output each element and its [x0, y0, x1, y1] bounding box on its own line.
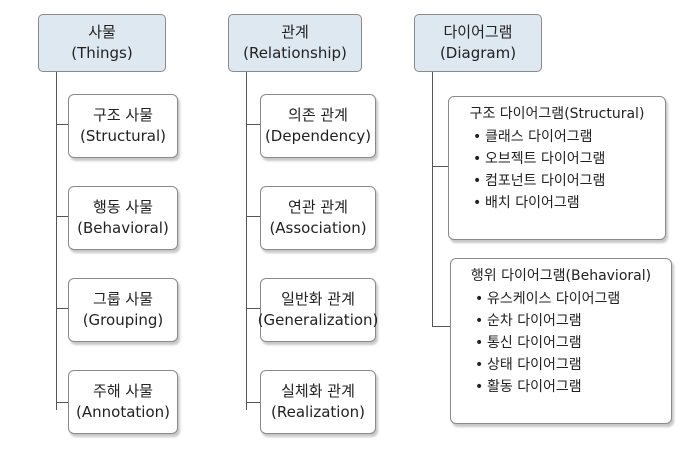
things-item-annotation: 주해 사물 (Annotation) [68, 370, 178, 434]
list-item: •상태 다이어그램 [475, 354, 661, 376]
things-item-title: 구조 사물 [93, 106, 153, 124]
relationship-item-subtitle: (Dependency) [264, 127, 372, 145]
behavioral-diagram-title: 행위 다이어그램(Behavioral) [470, 268, 652, 284]
relationship-item-realization: 실체화 관계 (Realization) [260, 370, 376, 434]
things-item-grouping: 그룹 사물 (Grouping) [68, 278, 178, 342]
list-item: •컴포넌트 다이어그램 [473, 170, 655, 192]
relationship-item-title: 연관 관계 [288, 198, 348, 216]
list-item: •오브젝트 다이어그램 [473, 148, 655, 170]
list-item: •배치 다이어그램 [473, 192, 655, 214]
diagram-connector-structural [432, 166, 448, 167]
bullet-icon: • [475, 291, 484, 307]
things-item-subtitle: (Behavioral) [77, 219, 169, 237]
diagram-connector-behavioral [432, 326, 450, 327]
diagram-title: 다이어그램 [443, 23, 513, 41]
things-item-structural: 구조 사물 (Structural) [68, 94, 178, 158]
relationship-item-title: 일반화 관계 [281, 290, 355, 308]
diagram-connector-vertical [432, 72, 433, 326]
behavioral-diagram-box: 행위 다이어그램(Behavioral) •유스케이스 다이어그램 •순차 다이… [450, 258, 672, 424]
relationship-item-title: 실체화 관계 [281, 382, 355, 400]
list-item-label: 클래스 다이어그램 [485, 129, 593, 145]
structural-diagram-title: 구조 다이어그램(Structural) [469, 106, 645, 122]
list-item-label: 통신 다이어그램 [487, 335, 582, 351]
relationship-title: 관계 [281, 23, 309, 41]
relationship-connector-2 [246, 216, 260, 217]
relationship-item-subtitle: (Realization) [270, 403, 365, 421]
things-connector-3 [56, 308, 68, 309]
things-item-title: 그룹 사물 [93, 290, 153, 308]
bullet-icon: • [475, 357, 484, 373]
things-connector-vertical [56, 72, 57, 410]
things-item-behavioral: 행동 사물 (Behavioral) [68, 186, 178, 250]
diagram-header: 다이어그램 (Diagram) [414, 14, 542, 72]
relationship-item-dependency: 의존 관계 (Dependency) [260, 94, 376, 158]
list-item: •순차 다이어그램 [475, 310, 661, 332]
relationship-item-title: 의존 관계 [288, 106, 348, 124]
things-connector-2 [56, 216, 68, 217]
things-title: 사물 [88, 23, 116, 41]
relationship-connector-1 [246, 124, 260, 125]
list-item: •활동 다이어그램 [475, 376, 661, 398]
list-item: •클래스 다이어그램 [473, 126, 655, 148]
list-item-label: 순차 다이어그램 [487, 313, 582, 329]
relationship-item-subtitle: (Association) [269, 219, 367, 237]
relationship-header: 관계 (Relationship) [228, 14, 362, 72]
bullet-icon: • [473, 195, 482, 211]
list-item: •통신 다이어그램 [475, 332, 661, 354]
relationship-item-association: 연관 관계 (Association) [260, 186, 376, 250]
things-item-title: 행동 사물 [93, 198, 153, 216]
relationship-connector-4 [246, 402, 260, 403]
relationship-item-subtitle: (Generalization) [257, 311, 379, 329]
bullet-icon: • [473, 129, 482, 145]
things-connector-4 [56, 402, 68, 403]
relationship-connector-3 [246, 308, 260, 309]
bullet-icon: • [475, 313, 484, 329]
things-item-subtitle: (Grouping) [82, 311, 164, 329]
structural-diagram-list: •클래스 다이어그램 •오브젝트 다이어그램 •컴포넌트 다이어그램 •배치 다… [459, 126, 655, 214]
bullet-icon: • [475, 379, 484, 395]
structural-diagram-box: 구조 다이어그램(Structural) •클래스 다이어그램 •오브젝트 다이… [448, 96, 666, 240]
things-item-subtitle: (Annotation) [76, 403, 170, 421]
things-item-title: 주해 사물 [93, 382, 153, 400]
list-item-label: 상태 다이어그램 [487, 357, 582, 373]
list-item: •유스케이스 다이어그램 [475, 288, 661, 310]
behavioral-diagram-list: •유스케이스 다이어그램 •순차 다이어그램 •통신 다이어그램 •상태 다이어… [461, 288, 661, 398]
diagram-subtitle: (Diagram) [439, 44, 517, 62]
bullet-icon: • [473, 151, 482, 167]
list-item-label: 오브젝트 다이어그램 [485, 151, 606, 167]
things-connector-1 [56, 124, 68, 125]
relationship-item-generalization: 일반화 관계 (Generalization) [257, 278, 379, 342]
relationship-connector-vertical [246, 72, 247, 410]
things-item-subtitle: (Structural) [80, 127, 166, 145]
list-item-label: 유스케이스 다이어그램 [487, 291, 621, 307]
things-header: 사물 (Things) [38, 14, 166, 72]
things-subtitle: (Things) [71, 44, 133, 62]
relationship-subtitle: (Relationship) [243, 44, 347, 62]
list-item-label: 배치 다이어그램 [485, 195, 580, 211]
list-item-label: 컴포넌트 다이어그램 [485, 173, 606, 189]
list-item-label: 활동 다이어그램 [487, 379, 582, 395]
bullet-icon: • [475, 335, 484, 351]
bullet-icon: • [473, 173, 482, 189]
